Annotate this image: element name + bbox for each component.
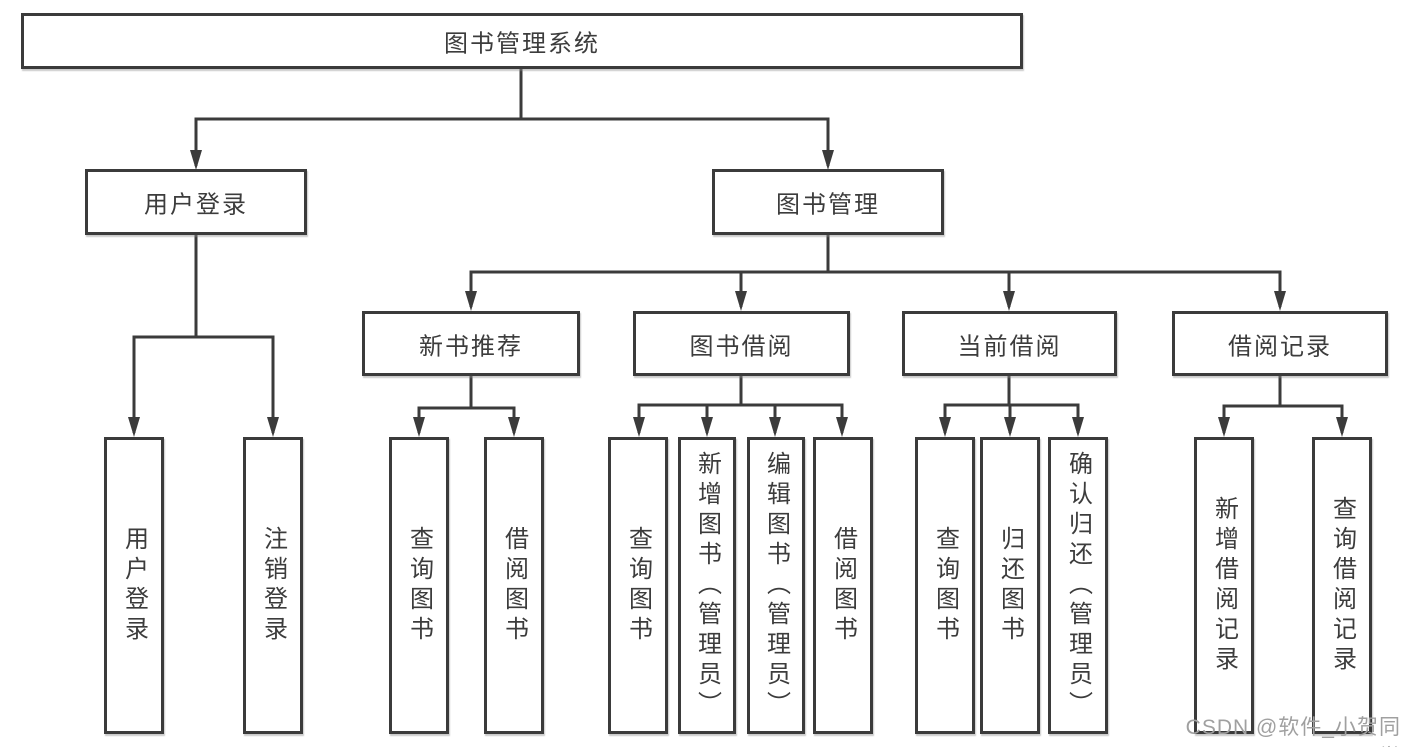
node-leaf-current-query-book: 查询图书 (915, 437, 975, 734)
node-label: 确认归还（管理员） (1064, 450, 1092, 721)
node-label: 图书管理系统 (444, 30, 600, 58)
node-leaf-recommend-borrow-book: 借阅图书 (484, 437, 544, 734)
node-borrow-records: 借阅记录 (1172, 311, 1388, 376)
node-leaf-borrow-query-book: 查询图书 (608, 437, 668, 734)
node-root: 图书管理系统 (21, 13, 1023, 69)
node-leaf-recommend-query-book: 查询图书 (389, 437, 449, 734)
node-label: 借阅图书 (829, 525, 857, 646)
node-label: 图书借阅 (689, 333, 794, 360)
node-leaf-records-add-record: 新增借阅记录 (1194, 437, 1254, 734)
node-label: 归还图书 (996, 525, 1024, 646)
node-label: 图书管理 (776, 191, 880, 219)
node-label: 查询图书 (405, 525, 433, 646)
node-label: 编辑图书（管理员） (762, 450, 790, 721)
node-leaf-borrow-add-book-admin: 新增图书（管理员） (678, 437, 736, 734)
node-label: 用户登录 (120, 525, 148, 646)
node-label: 借阅图书 (500, 525, 528, 646)
node-label: 新书推荐 (419, 333, 523, 360)
node-book-management: 图书管理 (712, 169, 944, 235)
node-current-borrow: 当前借阅 (902, 311, 1117, 376)
node-leaf-current-confirm-return-admin: 确认归还（管理员） (1048, 437, 1108, 734)
node-leaf-user-login: 用户登录 (104, 437, 164, 734)
node-label: 新增借阅记录 (1210, 495, 1238, 676)
node-label: 新增图书（管理员） (693, 450, 721, 721)
node-label: 借阅记录 (1228, 333, 1332, 360)
node-label: 当前借阅 (957, 333, 1062, 360)
node-leaf-borrow-borrow-book: 借阅图书 (813, 437, 873, 734)
node-book-borrow: 图书借阅 (633, 311, 850, 376)
node-label: 用户登录 (144, 191, 248, 219)
node-label: 查询图书 (931, 525, 959, 646)
node-label: 注销登录 (259, 525, 287, 646)
node-user-login: 用户登录 (85, 169, 307, 235)
node-new-book-recommend: 新书推荐 (362, 311, 580, 376)
node-label: 查询图书 (624, 525, 652, 646)
node-leaf-current-return-book: 归还图书 (980, 437, 1040, 734)
node-leaf-borrow-edit-book-admin: 编辑图书（管理员） (747, 437, 805, 734)
node-label: 查询借阅记录 (1328, 495, 1356, 676)
tree-branch-lines (132, 66, 1344, 410)
arrowhead-lines (128, 119, 1348, 437)
node-leaf-logout: 注销登录 (243, 437, 303, 734)
node-leaf-records-query-record: 查询借阅记录 (1312, 437, 1372, 734)
